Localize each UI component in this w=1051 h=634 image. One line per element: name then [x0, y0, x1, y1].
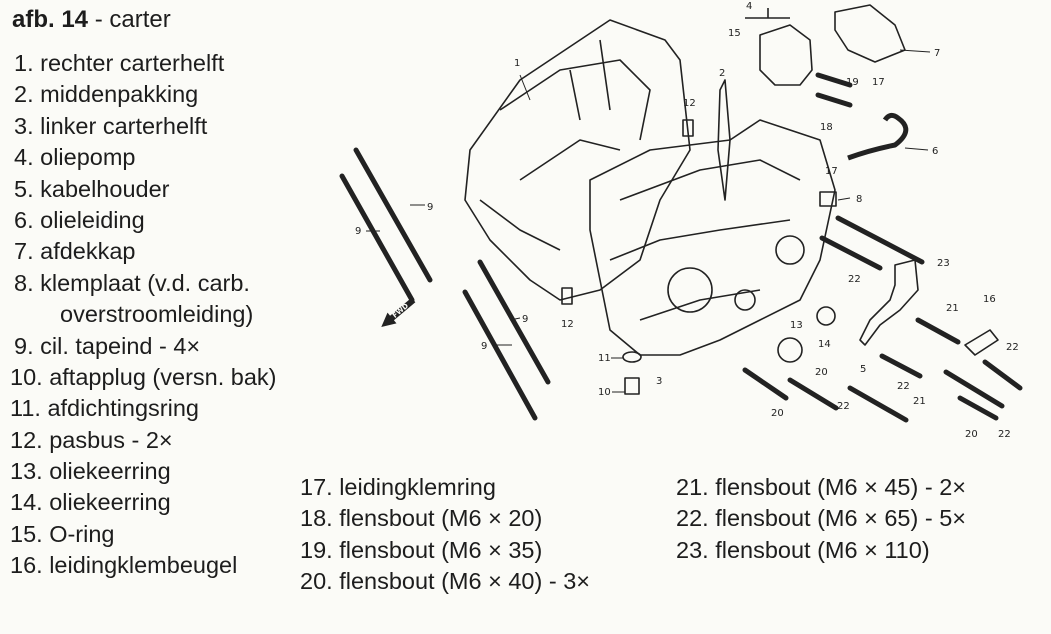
flange-bolt: [835, 215, 925, 265]
callout-label: 15: [728, 28, 741, 39]
legend-item: 4. oliepomp: [14, 144, 136, 171]
forward-arrow: FWD: [381, 297, 416, 327]
flange-bolt: [943, 369, 1005, 409]
legend-item: 22. flensbout (M6 × 65) - 5×: [676, 505, 966, 532]
parts-legend-column-2: 17. leidingklemring 18. flensbout (M6 × …: [300, 472, 590, 598]
cover-cap: [834, 4, 906, 63]
dowel-pin: [561, 287, 573, 305]
flange-bolt: [815, 72, 853, 88]
legend-item: 18. flensbout (M6 × 20): [300, 505, 543, 532]
stud-bolt: [353, 147, 433, 283]
legend-item: 1. rechter carterhelft: [14, 50, 225, 76]
callout-label: 4: [746, 1, 752, 12]
callout-label: 18: [820, 122, 833, 133]
callout-label: 22: [848, 274, 861, 285]
legend-item: 23. flensbout (M6 × 110): [676, 536, 930, 563]
legend-item: 20. flensbout (M6 × 40) - 3×: [300, 568, 590, 595]
callout-label: 10: [598, 387, 611, 398]
callout-label: 3: [656, 376, 662, 387]
callout-label: 9: [355, 226, 361, 237]
legend-item: 21. flensbout (M6 × 45) - 2×: [676, 474, 966, 500]
flange-bolt: [742, 367, 789, 401]
crankcase-exploded-diagram: FWD 1 2 3 4 5 6 7 8 9 9 9 9 10 11 12 12 …: [339, 1, 1023, 440]
legend-item: 12. pasbus - 2×: [10, 426, 173, 453]
callout-label: 9: [427, 202, 433, 213]
callout-label: 1: [514, 58, 520, 69]
callout-label: 9: [481, 341, 487, 352]
figure-caption: - carter: [88, 6, 171, 33]
callout-label: 22: [897, 381, 910, 392]
callout-label: 21: [946, 303, 959, 314]
oil-seal-14: [816, 306, 836, 326]
flange-bolt: [815, 92, 853, 108]
stud-bolt: [477, 259, 551, 385]
stud-bolt: [462, 289, 538, 421]
flange-bolt: [982, 359, 1023, 391]
figure-number: afb. 14: [12, 6, 89, 33]
legend-item: 7. afdekkap: [14, 238, 136, 265]
callout-label: 2: [719, 68, 725, 79]
parts-legend-column-3: 21. flensbout (M6 × 45) - 2× 22. flensbo…: [676, 472, 966, 566]
flange-bolt: [915, 317, 961, 345]
callout-label: 17: [872, 77, 885, 88]
stud-bolt: [339, 173, 415, 303]
flange-bolt: [957, 395, 999, 421]
legend-item-continuation: overstroomleiding): [60, 301, 254, 328]
oil-pump: [759, 24, 813, 86]
callout-label: 16: [983, 294, 996, 305]
legend-item: 6. olieleiding: [14, 206, 145, 233]
callout-label: 22: [1006, 342, 1019, 353]
legend-item: 5. kabelhouder: [14, 175, 170, 202]
callout-label: 20: [965, 429, 978, 440]
crankcase-bore: [667, 267, 713, 313]
callout-label: 8: [856, 194, 862, 205]
callout-label: 5: [860, 364, 866, 375]
cable-holder: [859, 259, 919, 346]
clamp-plate: [819, 191, 837, 207]
dowel-pin: [682, 119, 694, 137]
flange-bolt: [819, 235, 883, 271]
callout-label: 23: [937, 258, 950, 269]
parts-legend-column-1: 1. rechter carterhelft 2. middenpakking …: [10, 48, 277, 582]
callout-label: 21: [913, 396, 926, 407]
legend-item: 17. leidingklemring: [300, 474, 496, 500]
callout-label: 11: [598, 353, 611, 364]
oil-hose: [847, 112, 909, 161]
legend-item: 9. cil. tapeind - 4×: [14, 332, 201, 359]
callout-label: 19: [846, 77, 859, 88]
legend-item: 14. oliekeerring: [10, 489, 171, 516]
legend-item: 10. aftapplug (versn. bak): [10, 363, 277, 390]
callout-label: 13: [790, 320, 803, 331]
sealing-washer: [622, 351, 642, 363]
oil-seal-13: [777, 337, 803, 363]
legend-item: 13. oliekeerring: [10, 458, 171, 485]
middle-gasket: [717, 79, 731, 201]
right-crankcase-half: [464, 19, 691, 301]
legend-item: 3. linker carterhelft: [14, 112, 208, 139]
flange-bolt: [847, 385, 909, 423]
legend-item: 8. klemplaat (v.d. carb.: [14, 269, 250, 296]
legend-item: 15. O-ring: [10, 520, 115, 547]
legend-item: 19. flensbout (M6 × 35): [300, 536, 543, 563]
callout-label: 22: [837, 401, 850, 412]
drain-plug: [624, 377, 640, 395]
callout-label: 20: [771, 408, 784, 419]
callout-label: 20: [815, 367, 828, 378]
callout-label: 14: [818, 339, 831, 350]
callout-label: 7: [934, 48, 940, 59]
legend-item: 2. middenpakking: [14, 81, 199, 108]
callout-label: 17: [825, 166, 838, 177]
callout-label: 12: [683, 98, 696, 109]
callout-label: 12: [561, 319, 574, 330]
legend-item: 16. leidingklembeugel: [10, 552, 238, 579]
callout-label: 6: [932, 146, 938, 157]
figure-title: afb. 14 - carter: [12, 6, 171, 34]
legend-item: 11. afdichtingsring: [10, 395, 199, 422]
flange-bolt: [787, 377, 839, 411]
callout-label: 9: [522, 314, 528, 325]
flange-bolt: [879, 353, 923, 379]
left-crankcase-half: [589, 119, 836, 356]
pipe-clamp-bracket: [964, 329, 999, 356]
callout-label: 22: [998, 429, 1011, 440]
